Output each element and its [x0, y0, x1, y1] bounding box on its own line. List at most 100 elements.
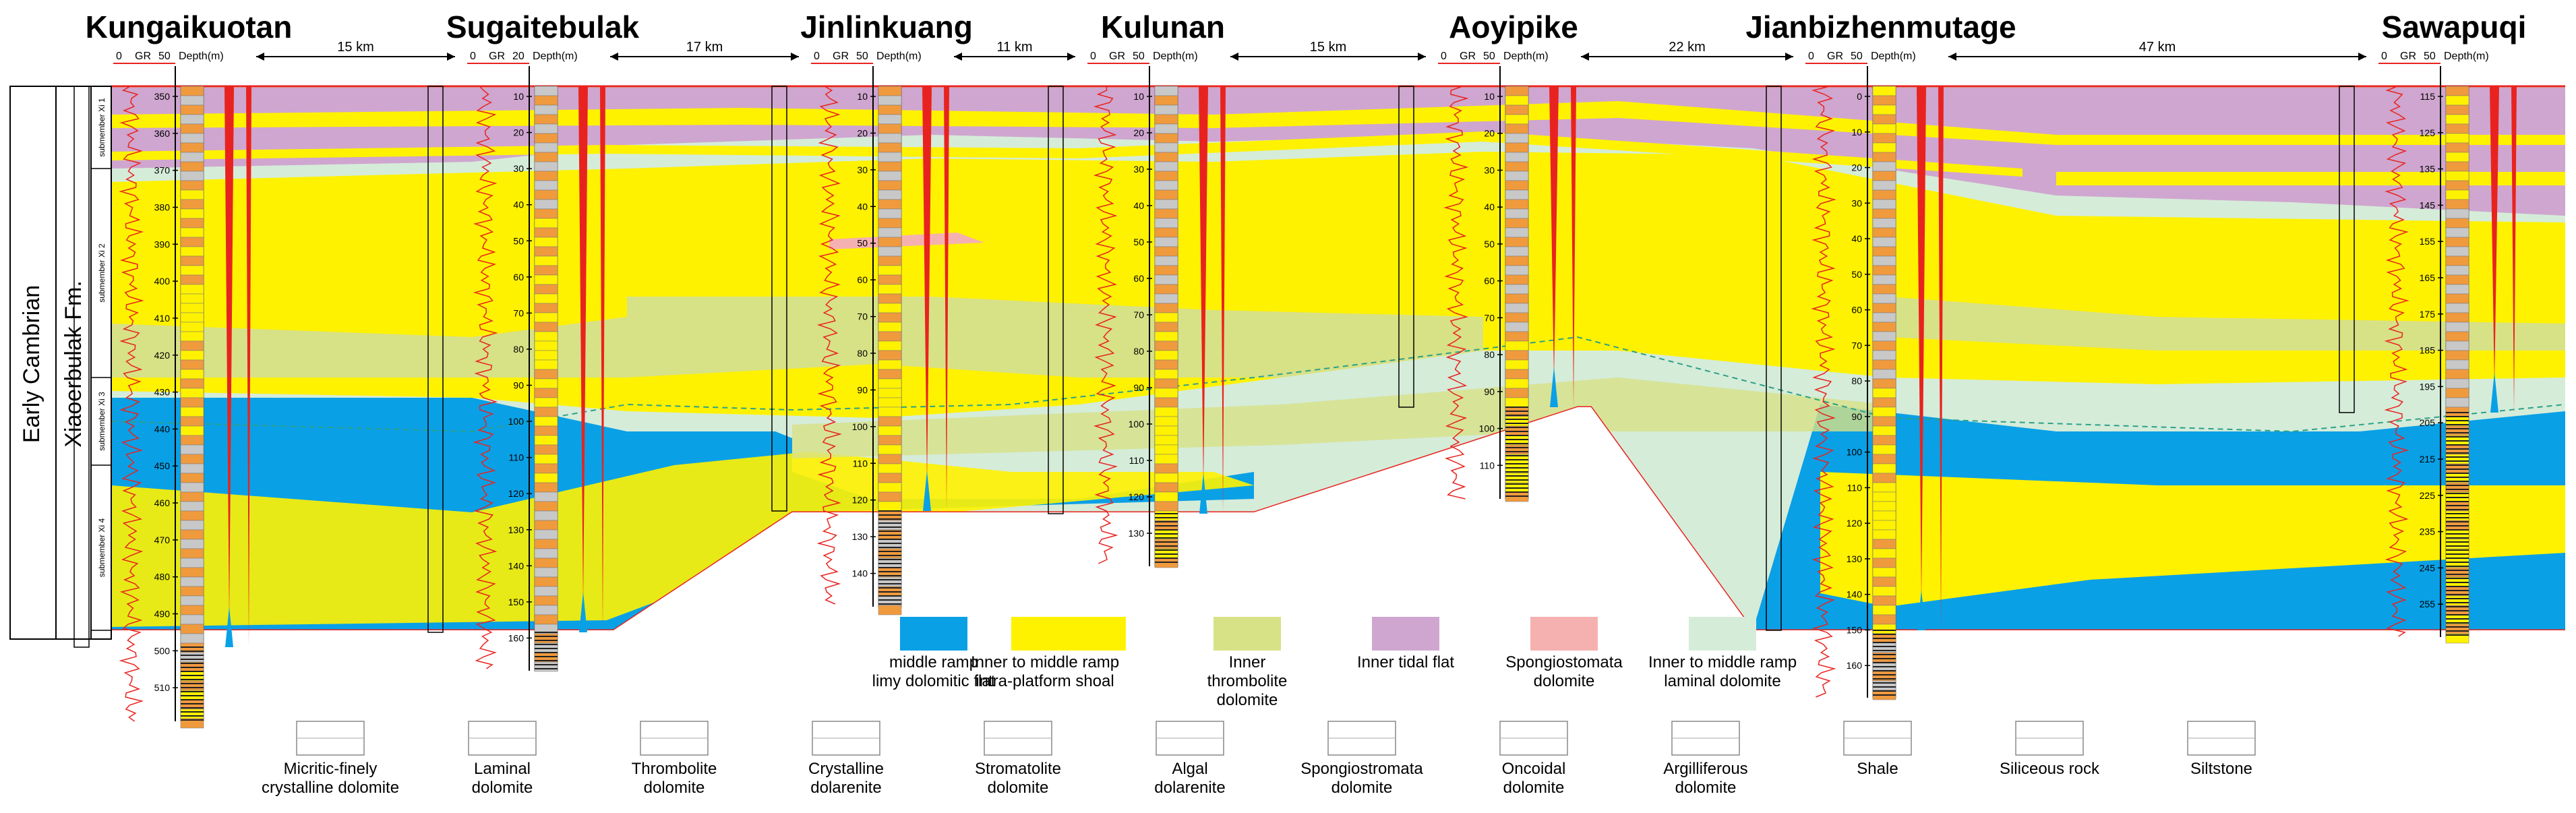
- lithology-label-line: Oncoidal: [1502, 760, 1566, 778]
- depth-tick-label: 420: [154, 350, 171, 361]
- lithology-bed: [878, 161, 902, 172]
- lithology-bed: [534, 208, 558, 219]
- lithology-bed: [878, 274, 902, 285]
- well-submember-box: [1398, 86, 1414, 408]
- lithology-bed: [534, 161, 558, 172]
- lithology-bed: [2445, 633, 2469, 644]
- lithology-bed: [534, 171, 558, 181]
- lithology-bed: [534, 397, 558, 408]
- lithology-bed: [1154, 180, 1178, 191]
- lithology-bed: [180, 133, 204, 144]
- lithology-bed: [1505, 114, 1529, 125]
- lithology-bed: [1872, 208, 1896, 219]
- lithology-bed: [1154, 501, 1178, 512]
- lithology-bed: [1872, 142, 1896, 153]
- gr-min-label: 0: [814, 51, 820, 62]
- depth-tick-label: 10: [1484, 91, 1495, 102]
- lithology-bed: [2445, 482, 2469, 493]
- depth-tick-label: 470: [154, 535, 171, 545]
- lithology-bed: [1154, 312, 1178, 323]
- lithology-bed: [2445, 397, 2469, 408]
- lithology-bed: [1154, 331, 1178, 342]
- lithology-bed: [1872, 444, 1896, 455]
- facies-swatch: [1011, 617, 1126, 651]
- depth-tick-label: 20: [1484, 128, 1495, 139]
- lithology-bed: [1872, 397, 1896, 408]
- lithology-bed: [1505, 473, 1529, 483]
- shoal-facies-lower-east: [1820, 472, 2565, 607]
- depth-tick-label: 80: [1484, 349, 1495, 360]
- lithology-bed: [1872, 473, 1896, 483]
- lithology-bed: [180, 95, 204, 106]
- lithology-bed: [1872, 539, 1896, 549]
- lithology-bed: [1872, 350, 1896, 361]
- lithology-bed: [1872, 293, 1896, 304]
- depth-tick-label: 140: [508, 560, 525, 571]
- lithology-bed: [180, 520, 204, 531]
- depth-tick-label: 70: [857, 311, 868, 322]
- lithology-bed: [534, 473, 558, 483]
- lithology-bed: [2445, 274, 2469, 285]
- lithology-bed: [2445, 86, 2469, 96]
- lithology-bed: [180, 340, 204, 351]
- gr-log-curve: [1093, 86, 1118, 564]
- lithology-bed: [1505, 180, 1529, 191]
- depth-tick-label: 255: [2420, 599, 2436, 609]
- lithology-bed: [1505, 350, 1529, 361]
- lithology-bed: [878, 246, 902, 257]
- lithology-bed: [180, 312, 204, 323]
- lithology-bed: [1872, 406, 1896, 417]
- gr-log-curve: [816, 86, 842, 605]
- lithology-bed: [2445, 161, 2469, 172]
- lithology-bed: [1505, 142, 1529, 153]
- lithology-bed: [1154, 123, 1178, 134]
- lithology-bed: [534, 142, 558, 153]
- lithology-label-line: Stromatolite: [975, 760, 1061, 778]
- depth-tick-label: 80: [513, 344, 524, 355]
- depth-tick-label: 70: [1484, 312, 1495, 323]
- lithology-bed: [1505, 171, 1529, 181]
- facies-label-line: intra-platform shoal: [976, 672, 1114, 690]
- depth-tick-label: 30: [857, 164, 868, 175]
- lithology-bed: [1505, 444, 1529, 455]
- lithology-bed: [1872, 378, 1896, 389]
- depth-tick-label: 480: [154, 572, 171, 582]
- depth-tick-label: 225: [2420, 490, 2436, 501]
- lithology-bed: [534, 95, 558, 106]
- lithology-label-line: Algal: [1172, 760, 1207, 778]
- depth-tick-label: 110: [509, 452, 525, 463]
- lithology-bed: [2445, 567, 2469, 578]
- facies-label: Inner tidal flat: [1357, 653, 1454, 671]
- gr-max-label: 50: [856, 51, 868, 62]
- lithology-bed: [878, 369, 902, 380]
- lithology-bed: [878, 208, 902, 219]
- lithology-bed: [534, 520, 558, 531]
- lithology-bed: [180, 463, 204, 474]
- lithology-bed: [534, 586, 558, 597]
- lithology-bed: [1154, 86, 1178, 96]
- lithology-bed: [878, 123, 902, 134]
- lithology-bed: [1872, 435, 1896, 446]
- lithology-label-line: dolarenite: [1154, 779, 1225, 797]
- lithology-bed: [1872, 359, 1896, 370]
- lithology-label-line: Crystalline: [808, 760, 884, 778]
- lithology-label: Siliceous rock: [2000, 760, 2100, 778]
- lithology-bed: [2445, 237, 2469, 247]
- lithology-bed: [1872, 189, 1896, 200]
- depth-tick-label: 60: [1133, 273, 1144, 284]
- lithology-bed: [878, 189, 902, 200]
- depth-tick-label: 10: [513, 91, 524, 102]
- depth-tick-label: 30: [513, 163, 524, 174]
- lithology-bed: [180, 114, 204, 125]
- depth-tick-label: 120: [1129, 491, 1145, 502]
- lithology-bed: [180, 633, 204, 644]
- depth-tick-label: 90: [1133, 382, 1144, 393]
- lithology-bed: [878, 605, 902, 615]
- thrombolite-facies-d: [792, 378, 1888, 458]
- lithology-bed: [180, 123, 204, 134]
